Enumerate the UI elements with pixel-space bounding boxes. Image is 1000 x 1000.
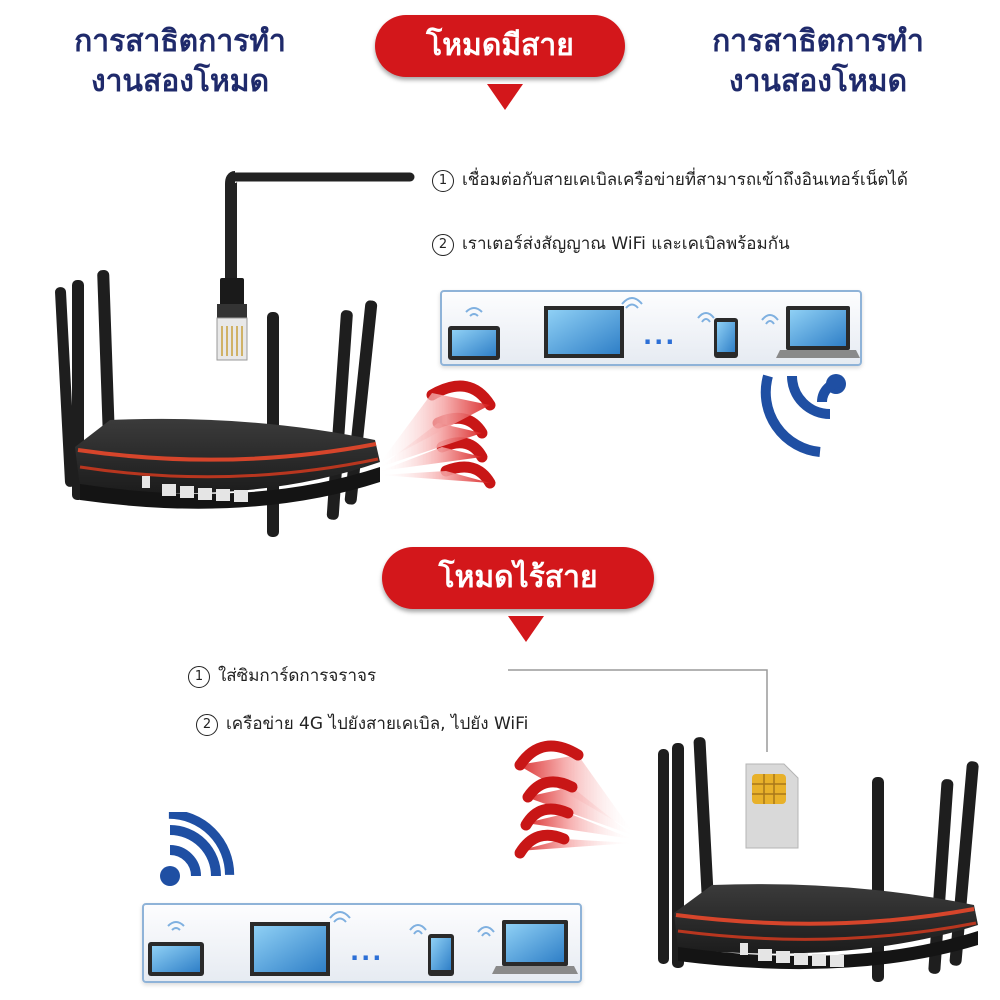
left-title-line1: การสาธิตการทำ: [74, 24, 286, 59]
step-number: 1: [188, 666, 210, 688]
phone-icon: [409, 924, 454, 976]
router-icon: [658, 737, 979, 982]
tablet-icon: [448, 307, 500, 360]
wired-devices-ellipsis: ...: [643, 322, 677, 350]
ethernet-cable-icon: [216, 171, 415, 361]
wired-step-2-text: เราเตอร์ส่งสัญญาณ WiFi และเคเบิลพร้อมกัน: [462, 234, 790, 254]
wireless-step-2-text: เครือข่าย 4G ไปยังสายเคเบิล, ไปยัง WiFi: [226, 714, 529, 734]
wireless-devices-group: [148, 911, 578, 976]
right-section-title: การสาธิตการทำ งานสองโหมด: [688, 22, 948, 102]
left-section-title: การสาธิตการทำ งานสองโหมด: [50, 22, 310, 102]
monitor-icon: [250, 911, 351, 976]
step-number: 1: [432, 170, 454, 192]
laptop-icon: [477, 920, 578, 974]
wired-step-1-text: เชื่อมต่อกับสายเคเบิลเครือข่ายที่สามารถเ…: [462, 170, 908, 190]
phone-icon: [697, 312, 738, 358]
wireless-devices-ellipsis: ...: [350, 938, 384, 966]
monitor-icon: [544, 297, 643, 358]
step-number: 2: [196, 714, 218, 736]
router-icon: [55, 270, 380, 537]
wireless-step-1: 1 ใส่ซิมการ์ดการจราจร: [188, 662, 376, 689]
sim-connector-line: [508, 669, 768, 752]
wireless-mode-badge: โหมดไร้สาย: [382, 547, 654, 609]
wired-mode-badge: โหมดมีสาย: [375, 15, 625, 77]
step-number: 2: [432, 234, 454, 256]
signal-waves-icon: [514, 740, 632, 859]
tablet-icon: [148, 921, 204, 976]
wireless-mode-pointer: [508, 616, 544, 642]
wired-step-2: 2 เราเตอร์ส่งสัญญาณ WiFi และเคเบิลพร้อมกั…: [432, 230, 790, 257]
wired-mode-pointer: [487, 84, 523, 110]
wired-devices-group: [448, 297, 860, 360]
wireless-step-1-text: ใส่ซิมการ์ดการจราจร: [218, 666, 377, 686]
right-title-line2: งานสองโหมด: [728, 64, 908, 99]
signal-waves-icon: [380, 380, 496, 489]
sim-card-icon: [745, 763, 799, 849]
wifi-icon: [760, 374, 846, 457]
left-title-line2: งานสองโหมด: [90, 64, 270, 99]
wifi-icon: [160, 812, 235, 886]
wired-step-1: 1 เชื่อมต่อกับสายเคเบิลเครือข่ายที่สามารถ…: [432, 166, 908, 193]
laptop-icon: [761, 306, 860, 358]
right-title-line1: การสาธิตการทำ: [712, 24, 924, 59]
wireless-step-2: 2 เครือข่าย 4G ไปยังสายเคเบิล, ไปยัง WiFi: [196, 710, 528, 737]
